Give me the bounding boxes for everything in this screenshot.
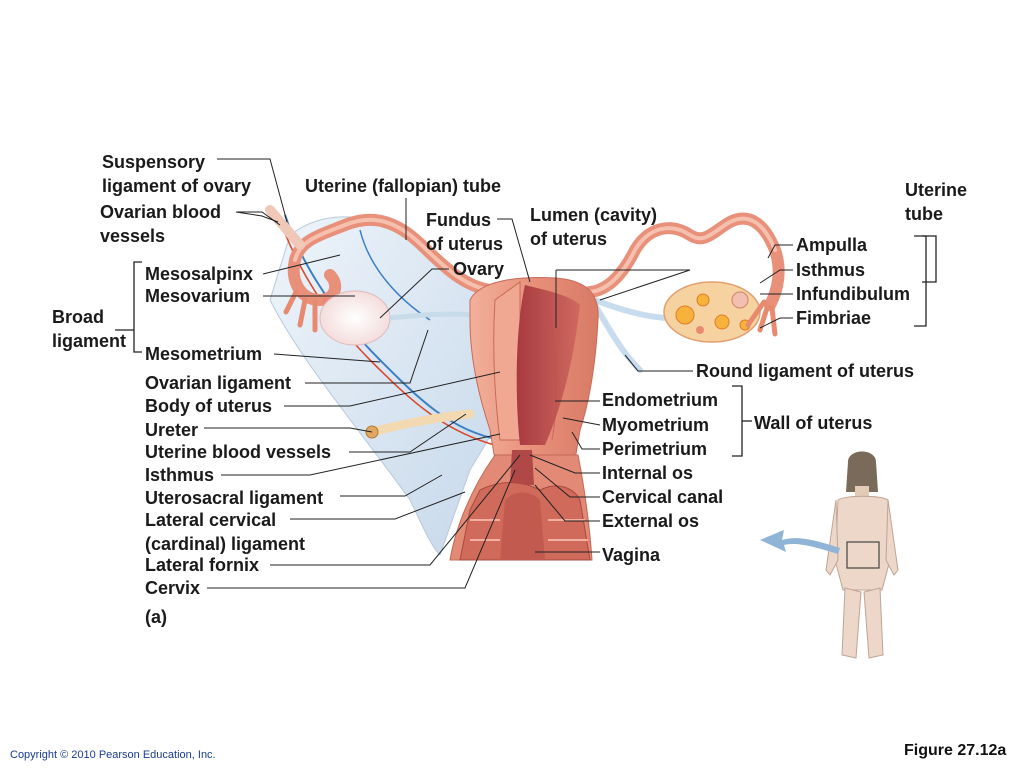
label-suspensory-1: Suspensory bbox=[102, 152, 206, 172]
human-figure-icon bbox=[825, 451, 899, 659]
label-vagina: Vagina bbox=[602, 545, 661, 565]
label-wall-uterus: Wall of uterus bbox=[754, 413, 873, 433]
uterine-cavity bbox=[516, 285, 580, 445]
label-ureter: Ureter bbox=[145, 420, 199, 440]
leader-lines bbox=[204, 158, 793, 589]
label-lumen-2: of uterus bbox=[530, 229, 608, 249]
brackets bbox=[115, 235, 937, 457]
label-ovary: Ovary bbox=[453, 259, 505, 279]
pointer-arrow bbox=[760, 530, 840, 554]
label-uterine-tube-r2: tube bbox=[905, 204, 943, 224]
myometrium-layer bbox=[547, 299, 557, 441]
label-lumen-1: Lumen (cavity) bbox=[530, 205, 658, 225]
label-cervix: Cervix bbox=[145, 578, 201, 598]
ureter-tube bbox=[367, 409, 475, 437]
label-ovarian-vessels-2: vessels bbox=[100, 226, 166, 246]
label-ovarian-vessels-1: Ovarian blood bbox=[100, 202, 222, 222]
label-lateral-cervical-1: Lateral cervical bbox=[145, 510, 277, 530]
label-uterine-tube-top: Uterine (fallopian) tube bbox=[305, 176, 502, 196]
label-myometrium: Myometrium bbox=[602, 415, 710, 435]
label-fundus-2: of uterus bbox=[426, 234, 504, 254]
uterus-cut-face bbox=[493, 281, 521, 441]
label-uterine-tube-r1: Uterine bbox=[905, 180, 968, 200]
label-body-uterus: Body of uterus bbox=[145, 396, 273, 416]
ovarian-follicles bbox=[675, 291, 751, 334]
label-perimetrium: Perimetrium bbox=[602, 439, 708, 459]
label-isthmus-tube: Isthmus bbox=[796, 260, 866, 280]
label-lateral-fornix: Lateral fornix bbox=[145, 555, 260, 575]
vaginal-lumen bbox=[500, 492, 545, 560]
label-endometrium: Endometrium bbox=[602, 390, 719, 410]
label-part-a: (a) bbox=[145, 607, 167, 627]
label-internal-os: Internal os bbox=[602, 463, 694, 483]
copyright-notice: Copyright © 2010 Pearson Education, Inc. bbox=[10, 749, 216, 761]
suspensory-ligament bbox=[265, 205, 305, 250]
label-uterine-vessels: Uterine blood vessels bbox=[145, 442, 332, 462]
label-infundibulum: Infundibulum bbox=[796, 284, 910, 304]
left-ovary bbox=[319, 290, 391, 346]
cervical-canal bbox=[510, 450, 534, 485]
label-lateral-cervical-2: (cardinal) ligament bbox=[145, 534, 306, 554]
label-cervical-canal: Cervical canal bbox=[602, 487, 724, 507]
label-external-os: External os bbox=[602, 511, 700, 531]
label-uterosacral: Uterosacral ligament bbox=[145, 488, 324, 508]
label-broad-2: ligament bbox=[52, 331, 127, 351]
label-ovarian-ligament: Ovarian ligament bbox=[145, 373, 292, 393]
label-isthmus-uterus: Isthmus bbox=[145, 465, 215, 485]
label-mesovarium: Mesovarium bbox=[145, 286, 251, 306]
label-mesosalpinx: Mesosalpinx bbox=[145, 264, 254, 284]
label-ampulla: Ampulla bbox=[796, 235, 868, 255]
right-tube-inner bbox=[588, 216, 777, 294]
label-fimbriae: Fimbriae bbox=[796, 308, 872, 328]
label-mesometrium: Mesometrium bbox=[145, 344, 263, 364]
label-round-ligament: Round ligament of uterus bbox=[696, 361, 914, 381]
figure-number: Figure 27.12a bbox=[904, 742, 1007, 759]
left-tube-inner bbox=[293, 217, 492, 292]
label-fundus-1: Fundus bbox=[426, 210, 491, 230]
label-suspensory-2: ligament of ovary bbox=[102, 176, 252, 196]
right-ovarian-ligament bbox=[593, 297, 671, 321]
label-broad-1: Broad bbox=[52, 307, 105, 327]
